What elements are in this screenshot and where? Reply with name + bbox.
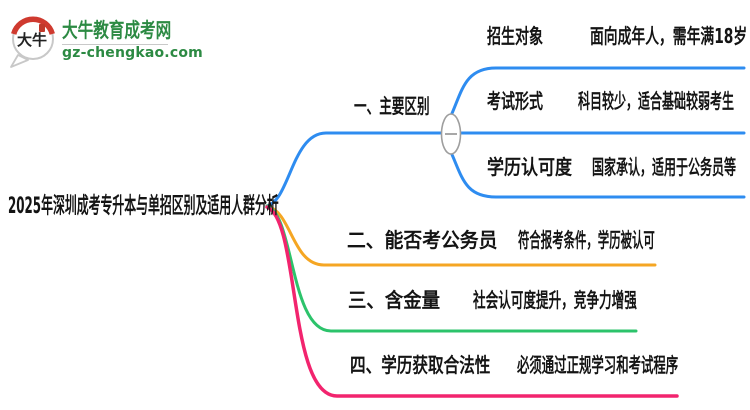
branch-3-value[interactable]: 社会认可度提升，竞争力增强: [473, 288, 637, 312]
branch-4-label[interactable]: 四、学历获取合法性: [350, 353, 491, 377]
branch-1-child-1-value[interactable]: 面向成年人，需年满18岁: [590, 24, 748, 48]
site-logo[interactable]: 大牛 大牛教育成考网 gz-chengkao.com: [8, 12, 203, 70]
branch-1-connector: [265, 131, 445, 208]
site-domain: gz-chengkao.com: [62, 45, 203, 61]
branch-1-child-1-label[interactable]: 招生对象: [487, 24, 543, 48]
logo-icon-text: 大牛: [17, 31, 47, 49]
branch-1-child-3-connector: [448, 148, 746, 199]
branch-1-child-3-value[interactable]: 国家承认，适用于公务员等: [592, 155, 736, 179]
collapse-button[interactable]: [440, 113, 462, 155]
branch-1-child-2-value[interactable]: 科目较少，适合基础较弱考生: [578, 89, 734, 113]
logo-divider: [62, 44, 168, 45]
logo-bull-icon: 大牛: [10, 16, 55, 68]
branch-1-child-2-label[interactable]: 考试形式: [487, 89, 543, 113]
site-name: 大牛教育成考网: [62, 18, 172, 42]
logo-seal: [39, 24, 45, 32]
branch-2-value[interactable]: 符合报考条件，学历被认可: [518, 228, 655, 252]
branch-1-child-1-connector: [448, 66, 746, 120]
branch-2-label[interactable]: 二、能否考公务员: [347, 228, 498, 252]
branch-4-connector: [265, 205, 679, 398]
branch-4-value[interactable]: 必须通过正规学习和考试程序: [517, 353, 679, 377]
branch-1-child-3-label[interactable]: 学历认可度: [487, 155, 572, 179]
branch-1-label[interactable]: 一、主要区别: [354, 94, 430, 118]
branch-3-label[interactable]: 三、含金量: [348, 288, 440, 312]
root-topic[interactable]: 2025年深圳成考专升本与单招区别及适用人群分析: [8, 194, 279, 219]
